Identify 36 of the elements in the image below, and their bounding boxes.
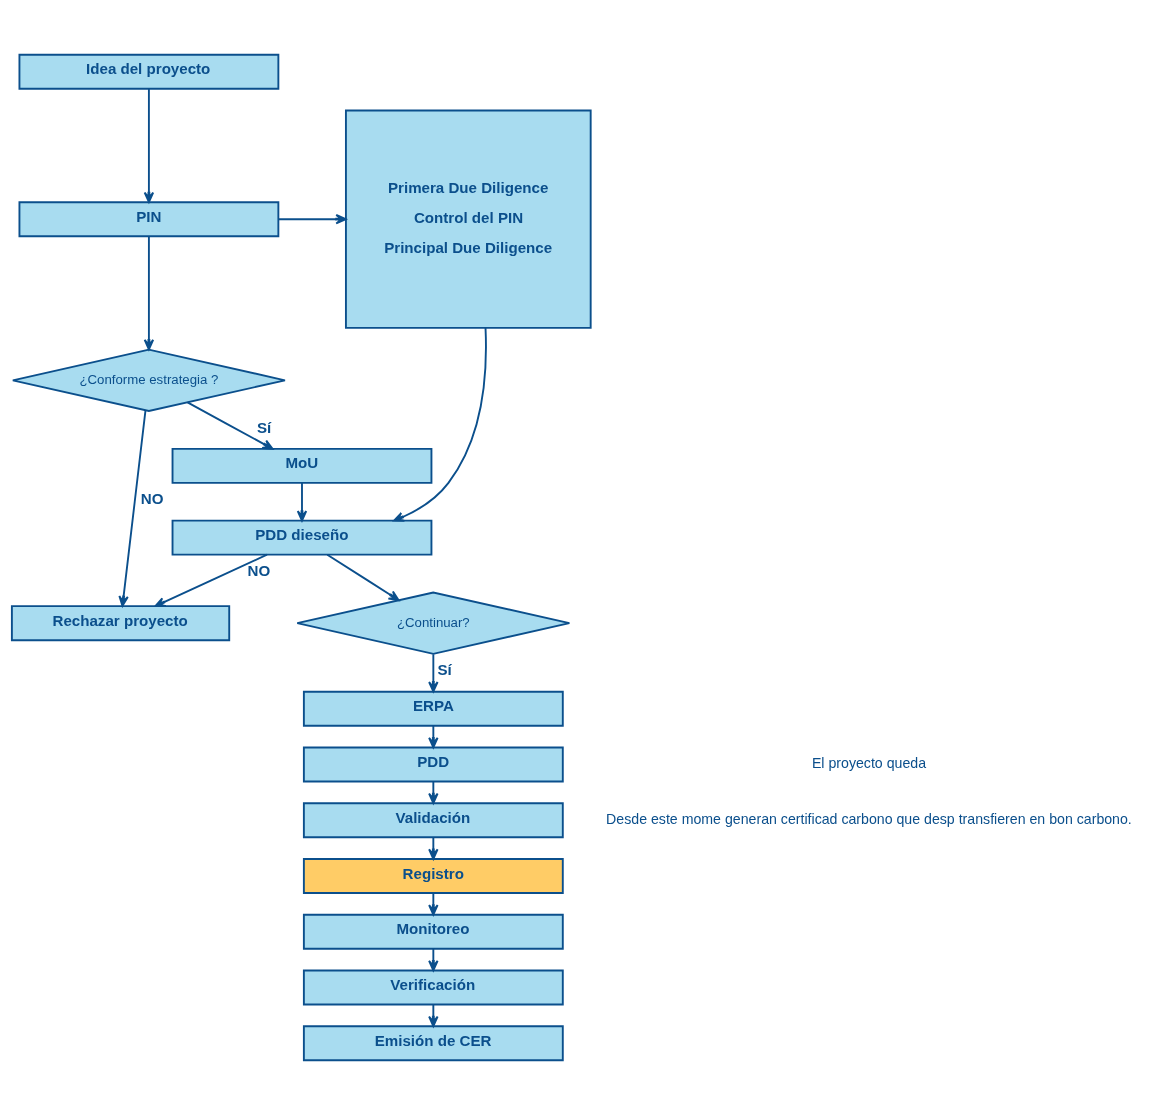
arrow (326, 553, 400, 602)
node-box: MoU (171, 447, 433, 484)
edge-label: NO (247, 562, 271, 580)
node-box: Monitoreo (302, 913, 564, 950)
arrow (428, 1003, 439, 1028)
arrow (296, 482, 308, 522)
arrow (428, 947, 439, 972)
node-box: Registro (302, 858, 564, 894)
edge-label: NO (140, 490, 164, 508)
node-box: PDD dieseño (171, 519, 433, 556)
node-box: Primera Due Diligence Control del PIN Principal Due Diligence (345, 109, 592, 329)
label: Desde este mome generan certificad carbono que desp transfieren en bon carbono. (606, 810, 1132, 827)
label: El proyecto queda (811, 754, 927, 771)
arrow (186, 401, 274, 450)
node-box: PIN (18, 201, 280, 238)
node-box: Rechazar proyecto (10, 605, 231, 642)
arrow (428, 780, 439, 805)
arrow (428, 892, 439, 916)
node-box: Idea del proyecto (18, 53, 280, 90)
edge-label: Sí (437, 661, 452, 679)
node-box: ERPA (302, 690, 564, 727)
node-diamond: ¿Conforme estrategia ? (11, 348, 286, 412)
arrow (393, 327, 487, 522)
node-box: Verificación (302, 969, 564, 1006)
arrow (428, 653, 439, 693)
arrow (118, 409, 147, 607)
arrow (143, 87, 155, 203)
arrow (277, 214, 347, 225)
arrow (428, 724, 439, 749)
node-box: Emisión de CER (302, 1025, 564, 1062)
node-box: PDD (302, 746, 564, 783)
arrow (143, 235, 155, 351)
arrow (428, 836, 439, 860)
arrow (154, 553, 268, 608)
edge-label: Sí (257, 418, 272, 436)
node-box: Validación (302, 802, 564, 839)
